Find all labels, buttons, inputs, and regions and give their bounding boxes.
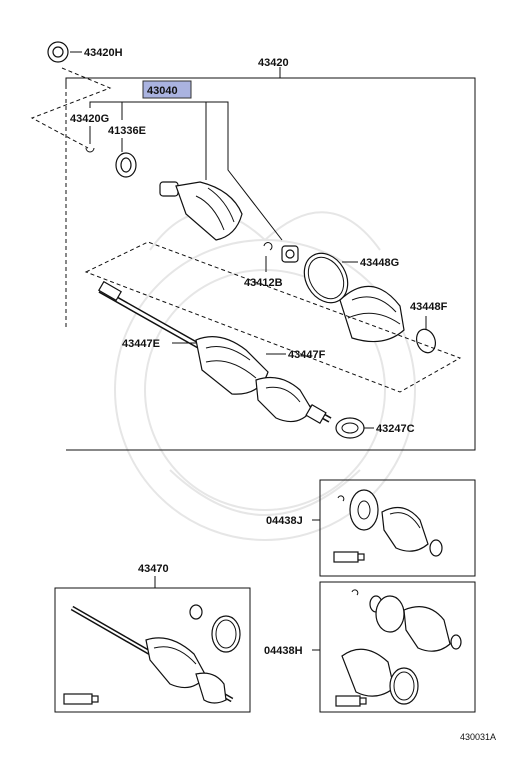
clamp-43448G bbox=[303, 252, 358, 304]
label-41336E: 41336E bbox=[108, 125, 146, 137]
label-43447E: 43447E bbox=[122, 338, 160, 350]
kit-box-04438J bbox=[312, 479, 476, 577]
label-04438H: 04438H bbox=[264, 645, 303, 657]
seal-43247C bbox=[335, 417, 374, 439]
tripod-43412B bbox=[263, 242, 299, 272]
label-43448G: 43448G bbox=[360, 257, 399, 269]
kit-box-04438H bbox=[312, 581, 476, 713]
label-04438J: 04438J bbox=[266, 515, 303, 527]
boot-kit-dashed-outline bbox=[84, 241, 462, 393]
leader-43040 bbox=[89, 101, 283, 241]
label-43420H: 43420H bbox=[84, 47, 123, 59]
label-43448F: 43448F bbox=[410, 301, 448, 313]
clip-43420G bbox=[85, 126, 95, 153]
label-43040: 43040 bbox=[147, 85, 178, 97]
label-43420G: 43420G bbox=[70, 113, 109, 125]
seal-dashed-bracket bbox=[30, 67, 112, 149]
main-assembly-box bbox=[65, 67, 476, 451]
clamp-43448F bbox=[415, 316, 437, 354]
label-43412B: 43412B bbox=[244, 277, 283, 289]
label-43470: 43470 bbox=[138, 563, 169, 575]
watermark-emblem bbox=[114, 211, 416, 541]
label-43420: 43420 bbox=[258, 57, 289, 69]
outer-boot-assembly bbox=[195, 336, 327, 425]
figure-code: 430031A bbox=[460, 732, 496, 742]
ring-41336E bbox=[115, 138, 137, 178]
label-43247C: 43247C bbox=[376, 423, 415, 435]
assembly-box-43470 bbox=[54, 576, 251, 713]
inner-joint-housing bbox=[159, 181, 243, 241]
inner-boot bbox=[339, 285, 405, 343]
seal-43420H bbox=[47, 41, 82, 63]
label-43447F: 43447F bbox=[288, 349, 326, 361]
highlight-43040 bbox=[142, 80, 192, 99]
